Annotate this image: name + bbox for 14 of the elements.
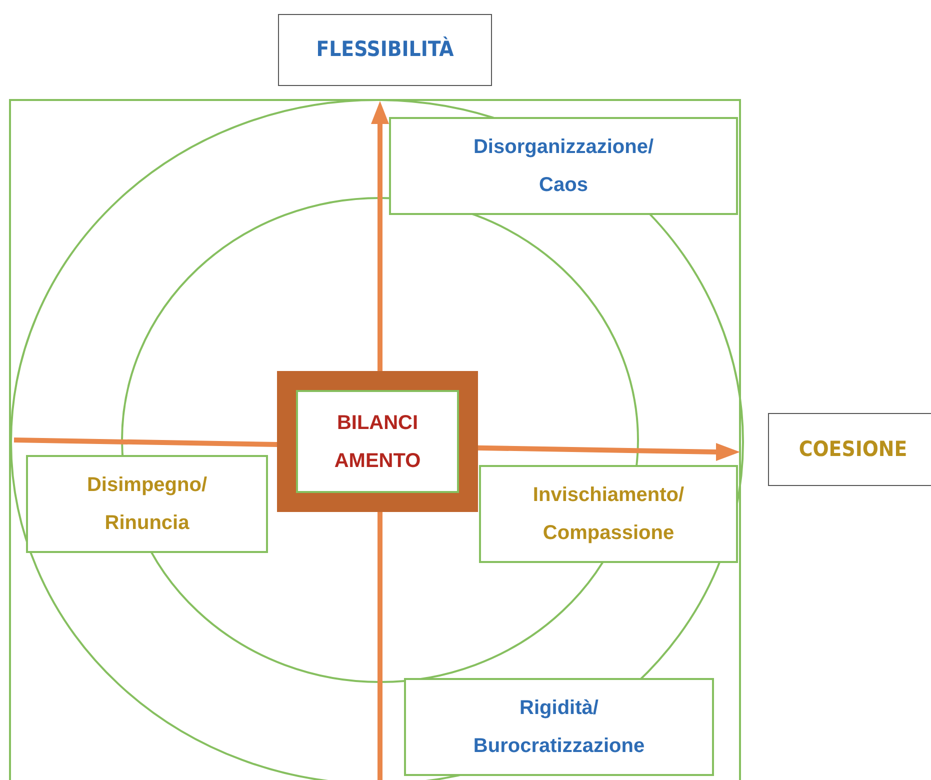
node-label: Disorganizzazione/ Caos: [473, 135, 654, 198]
quadrant-box: [404, 678, 714, 776]
axis-label-box: [768, 413, 931, 486]
node-label: COESIONE: [798, 436, 908, 463]
axis-label-box: [278, 14, 492, 86]
node-label: Invischiamento/ Compassione: [532, 483, 684, 546]
node-label: BILANCI AMENTO: [334, 410, 421, 474]
node-label: Disimpegno/ Rinuncia: [86, 473, 207, 536]
node-label: FLESSIBILITÀ: [316, 36, 454, 64]
center-box: [277, 371, 478, 512]
quadrant-box: [26, 455, 268, 553]
node-label: Rigidità/ Burocratizzazione: [473, 696, 645, 759]
quadrant-box: [479, 465, 738, 563]
quadrant-box: [389, 117, 738, 215]
